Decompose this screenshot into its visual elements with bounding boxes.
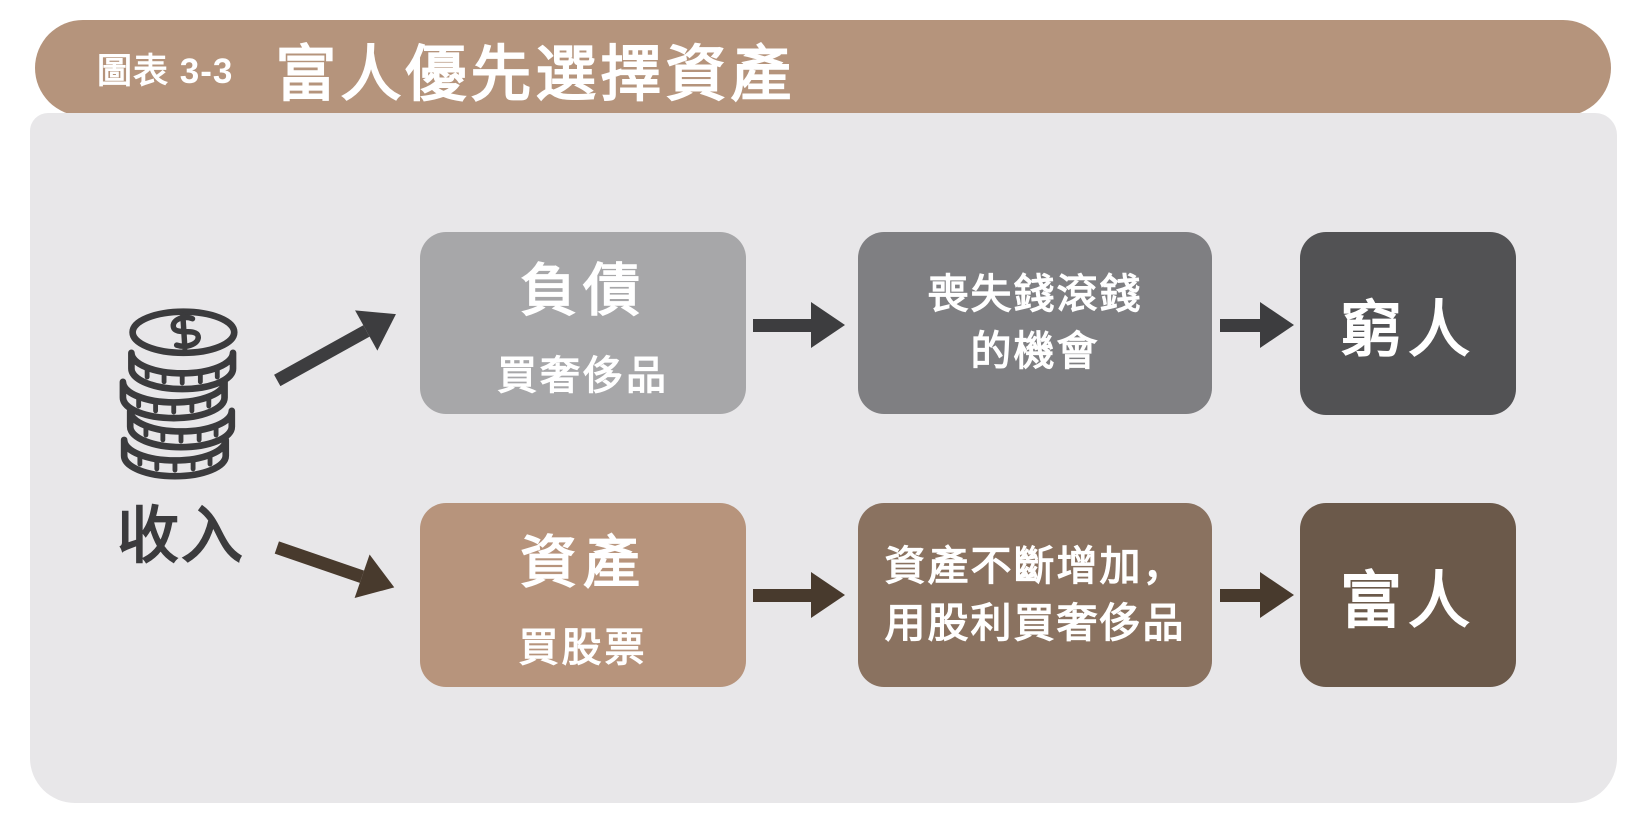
arrow-head: [811, 572, 845, 618]
figure-title: 富人優先選擇資產: [275, 39, 796, 108]
consequence-line-2: 的機會: [970, 328, 1100, 374]
arrow-shaft: [1220, 318, 1260, 332]
income-label: 收入: [116, 502, 245, 572]
arrow-shaft: [1220, 588, 1260, 602]
consequence-line-1: 喪失錢滾錢: [927, 271, 1143, 318]
liability-title: 負債: [520, 259, 646, 323]
income-source: 收入: [95, 302, 267, 575]
liability-box: 負債 買奢侈品: [420, 232, 746, 414]
arrow-growth-to-rich: [1220, 572, 1294, 618]
arrow-liability-to-consequence: [753, 302, 845, 348]
arrow-consequence-to-poor: [1220, 302, 1294, 348]
asset-box: 資產 買股票: [420, 503, 746, 687]
liability-subtitle: 買奢侈品: [497, 354, 669, 398]
liability-consequence-box: 喪失錢滾錢 的機會: [858, 232, 1212, 414]
poor-result-label: 窮人: [1339, 295, 1476, 365]
figure-panel: [30, 113, 1617, 803]
arrow-head: [1260, 302, 1294, 348]
poor-result-box: 窮人: [1300, 232, 1516, 415]
growth-line-1: 資產不斷增加，: [884, 543, 1186, 590]
figure-header: 圖表 3-3 富人優先選擇資產: [35, 20, 1611, 116]
figure-label: 圖表 3-3: [97, 51, 234, 91]
arrow-shaft: [753, 318, 811, 332]
coin-stack-icon: [119, 308, 238, 480]
arrow-asset-to-growth: [753, 572, 845, 618]
arrow-head: [811, 302, 845, 348]
asset-title: 資產: [520, 531, 646, 595]
asset-growth-box: 資產不斷增加， 用股利買奢侈品: [858, 503, 1212, 687]
rich-result-label: 富人: [1339, 567, 1476, 636]
rich-result-box: 富人: [1300, 503, 1516, 687]
arrow-head: [1260, 572, 1294, 618]
growth-line-2: 用股利買奢侈品: [884, 600, 1186, 646]
arrow-shaft: [753, 588, 811, 602]
asset-subtitle: 買股票: [518, 626, 648, 670]
